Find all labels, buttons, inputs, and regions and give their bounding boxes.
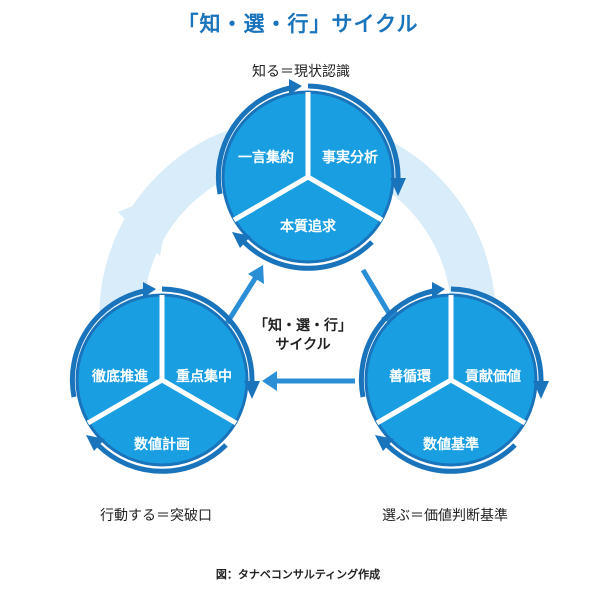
source-credit: 図：タナベコンサルティング作成	[215, 568, 381, 581]
node-right: 善循環 貢献価値 数値基準	[358, 282, 549, 474]
center-label-line1: 「知・選・行」	[254, 318, 352, 334]
background-ring-arrowhead	[118, 190, 172, 256]
top-segment-2: 事実分析	[322, 149, 378, 166]
left-node-caption: 行動する＝突破口	[100, 508, 212, 524]
right-segment-1: 善循環	[389, 368, 432, 385]
node-top: 一言集約 事実分析 本質追求	[215, 79, 406, 271]
diagram-title: 「知・選・行」サイクル	[177, 12, 419, 36]
left-segment-3: 数値計画	[134, 436, 190, 453]
right-segment-2: 貢献価値	[465, 368, 521, 385]
top-segment-1: 一言集約	[238, 149, 294, 166]
right-node-caption: 選ぶ＝価値判断基準	[382, 508, 508, 524]
node-left: 徹底推進 重点集中 数値計画	[69, 282, 260, 474]
left-segment-2: 重点集中	[176, 368, 232, 385]
top-segment-3: 本質追求	[280, 218, 337, 235]
arrow-left-to-top	[224, 265, 264, 325]
center-label-line2: サイクル	[275, 337, 331, 353]
right-segment-3: 数値基準	[423, 436, 479, 453]
arrow-right-to-left	[262, 371, 355, 391]
left-segment-1: 徹底推進	[91, 368, 148, 385]
top-node-caption: 知る＝現状認識	[252, 64, 350, 80]
center-label: 「知・選・行」 サイクル	[248, 317, 358, 355]
